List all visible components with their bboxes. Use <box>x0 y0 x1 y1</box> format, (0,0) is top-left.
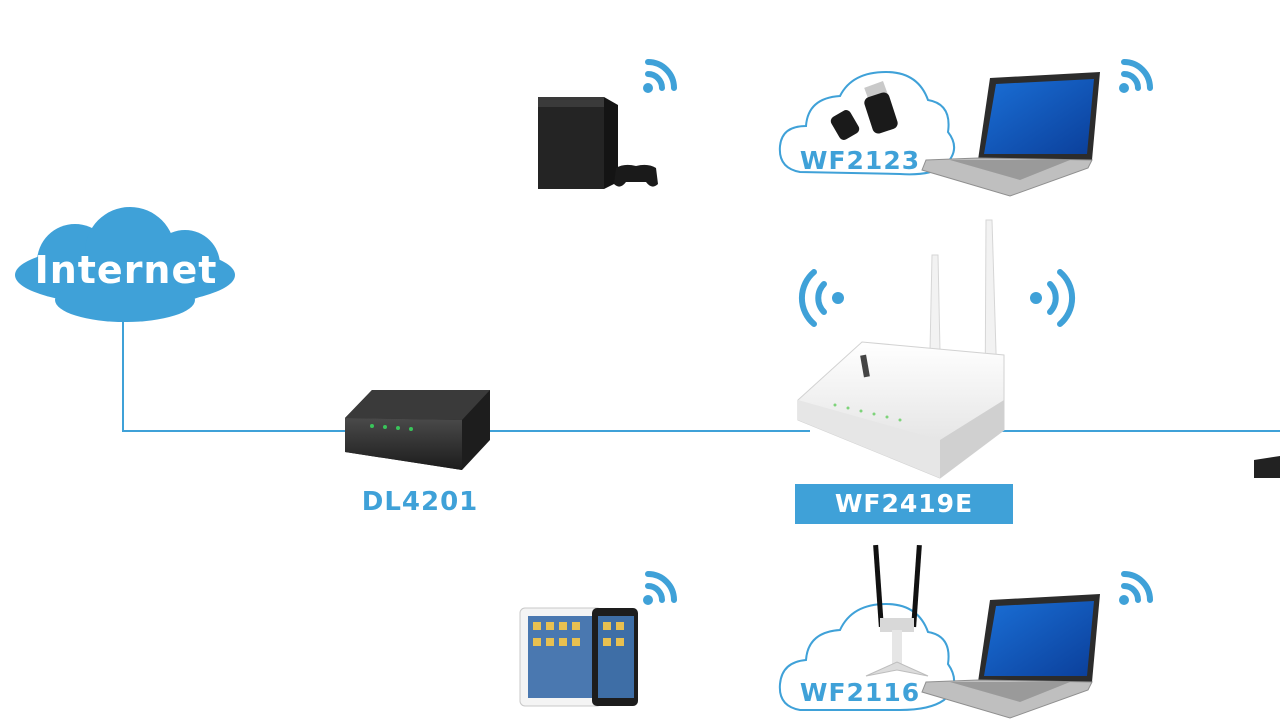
laptop-icon <box>921 72 1100 197</box>
internet-cloud-icon <box>15 207 235 322</box>
router-icon <box>797 219 1005 479</box>
wifi-icon <box>643 59 677 93</box>
antenna-adapter-label: WF2116 <box>799 678 921 707</box>
device-icon <box>1254 456 1280 478</box>
laptop-icon <box>921 594 1100 719</box>
connection-lines <box>122 320 1280 432</box>
router-label: WF2419E <box>795 484 1013 524</box>
wifi-icon <box>1119 59 1153 93</box>
wifi-icon <box>1030 269 1076 327</box>
tablet-icon <box>519 607 638 707</box>
internet-label: Internet <box>34 248 218 292</box>
usb-adapter-icon <box>830 81 898 140</box>
internet-to-modem-line <box>122 320 345 432</box>
usb-adapter-label: WF2123 <box>799 146 921 175</box>
modem-label: DL4201 <box>361 487 479 517</box>
wifi-icon <box>643 571 677 605</box>
wifi-icon <box>1119 571 1153 605</box>
antenna-adapter-icon <box>865 544 929 677</box>
wifi-icon <box>798 269 844 327</box>
modem-icon <box>345 390 490 470</box>
game-console-icon <box>538 97 658 189</box>
